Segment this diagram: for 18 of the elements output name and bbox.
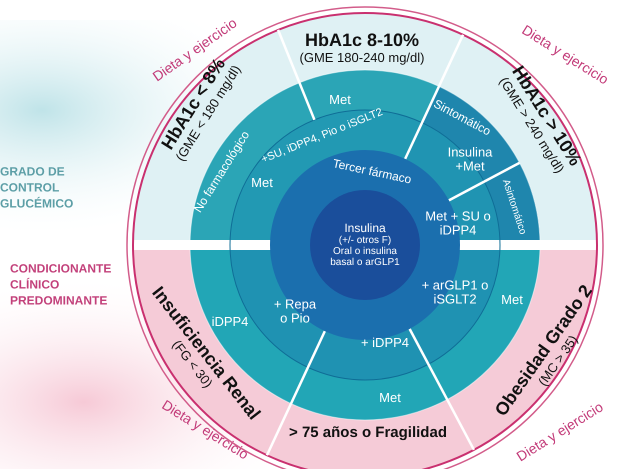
treatment-label: Met: [320, 92, 360, 108]
axis-title: CONDICIONANTE CLÍNICO PREDOMINANTE: [10, 260, 112, 310]
treatment-label: Oral o insulina basal o arGLP1: [329, 246, 401, 268]
treatment-label: Insulina +Met: [440, 146, 500, 174]
category-subtext: (GME 180-240 mg/dl): [298, 50, 426, 66]
treatment-label: + Repa o Pio: [269, 298, 321, 326]
treatment-label: + iDPP4: [355, 336, 415, 350]
treatment-label: + arGLP1 o iSGLT2: [420, 278, 490, 308]
treatment-note: (+/- otros F): [338, 235, 392, 246]
treatment-label: Insulina: [343, 222, 387, 236]
axis-title: GRADO DE CONTROL GLUCÉMICO: [0, 164, 74, 212]
treatment-label: Met: [242, 176, 282, 190]
category-heading: > 75 años o Fragilidad: [273, 424, 463, 442]
category-heading: HbA1c 8-10%: [304, 30, 420, 51]
treatment-label: Met: [370, 390, 410, 406]
ring-label: Tercer fármaco: [322, 155, 422, 189]
treatment-label: Met: [492, 292, 532, 308]
treatment-label: Met + SU o iDPP4: [425, 210, 491, 238]
